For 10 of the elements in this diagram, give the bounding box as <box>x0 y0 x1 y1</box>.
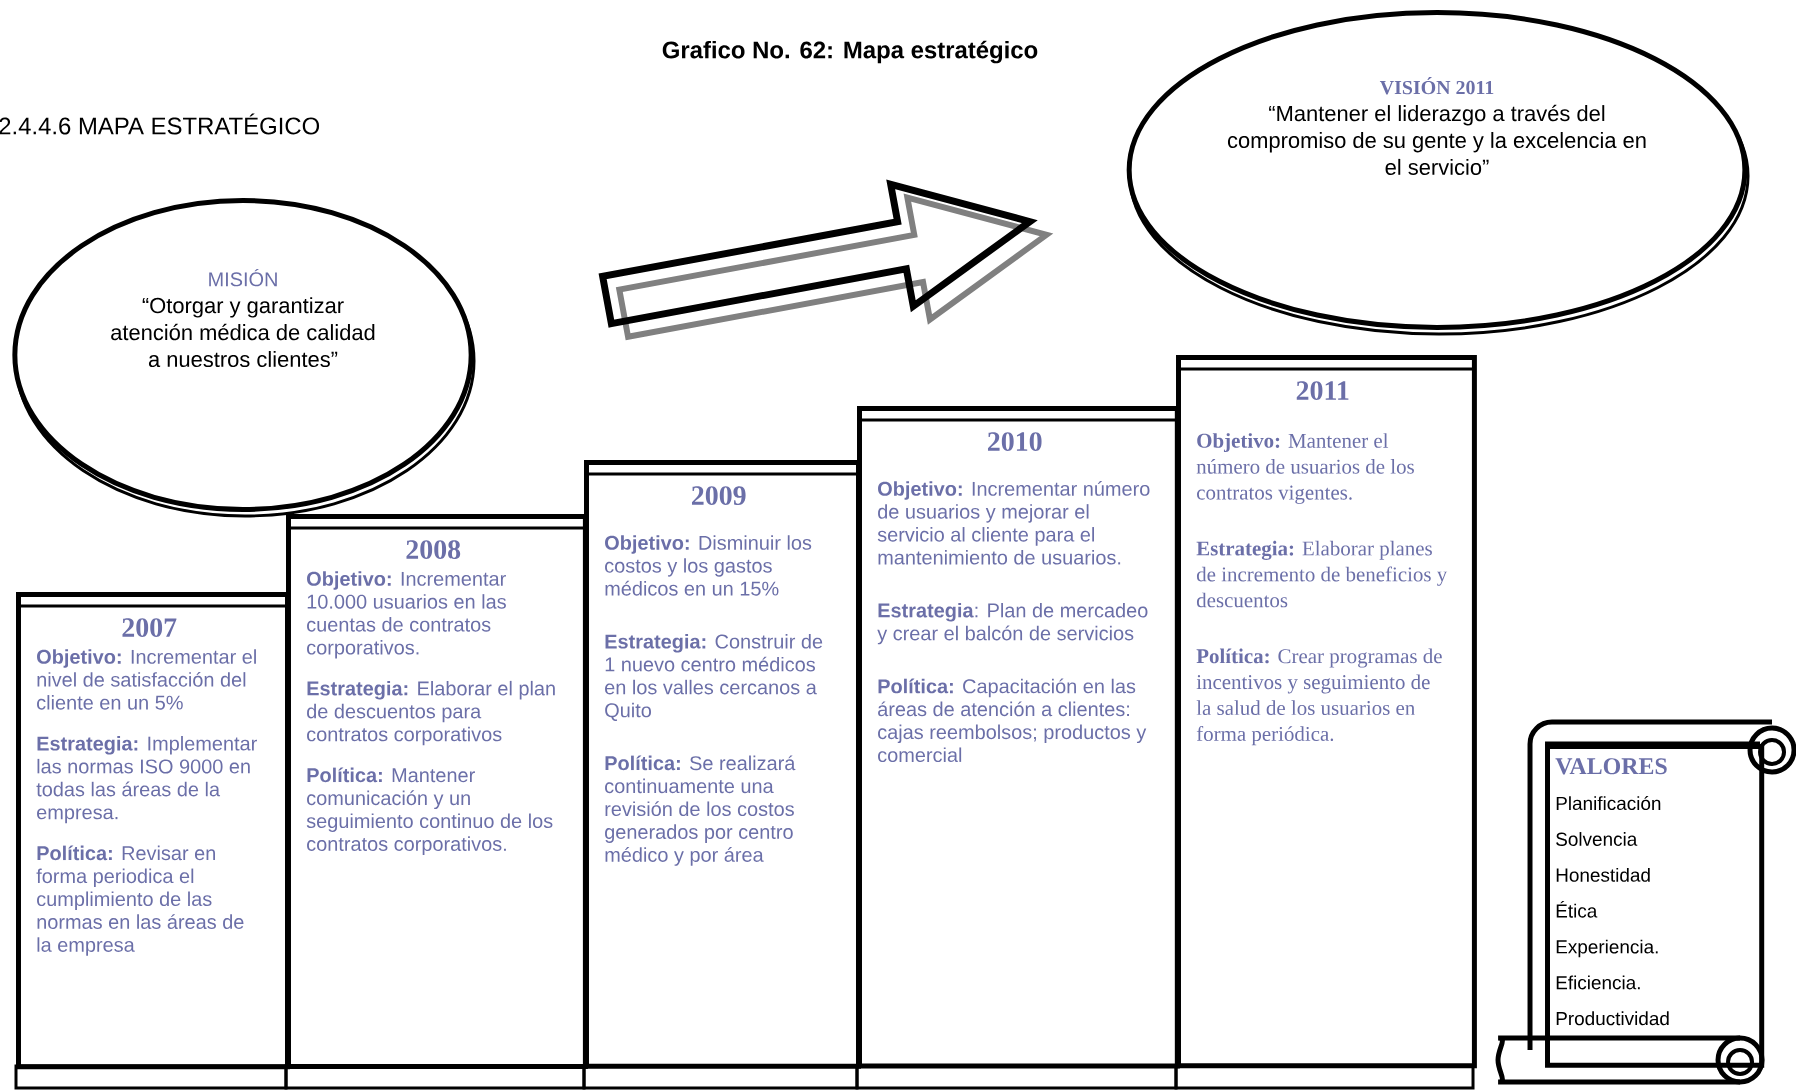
year-column: 2011 Objetivo: Mantener el número de usuarios de los contratos vigentes. Estrategia: Elaborar planes de incremento de beneficios y descuentos Política: Crear programas de incentivos y seguimiento de la salud de los usuarios en forma periódica. <box>1174 355 1477 1090</box>
year-column: 2007 Objetivo: Incrementar el nivel de satisfacción del cliente en un 5% Estrategia: Implementar las normas ISO 9000 en todas las áreas de la empresa. Política: Revisar en forma periodica el cumplimiento de las normas en las áreas de la empresa <box>14 592 290 1090</box>
year-column: 2009 Objetivo: Disminuir los costos y los gastos médicos en un 15% Estrategia: Construir de 1 nuevo centro médicos en los valles cercanos a Quito Política: Se realizará continuamente una revisión de los costos generados por centro médico y por área <box>582 460 861 1090</box>
oval-callout: MISIÓN “Otorgar y garantizar atención médica de calidad a nuestros clientes” <box>12 198 476 518</box>
oval-callout: VISIÓN 2011 “Mantener el liderazgo a través del compromiso de su gente y la excelencia en el servicio” <box>1126 10 1750 336</box>
scroll: VALORES Planificación Solvencia Honestidad Ética Experiencia. Eficiencia. Productividad <box>1495 719 1796 1085</box>
section-heading: 2.4.4.6 MAPA ESTRATÉGICO <box>0 113 320 135</box>
year-column: 2008 Objetivo: Incrementar 10.000 usuarios en las cuentas de contratos corporativos. Estrategia: Elaborar el plan de descuentos para contratos corporativos Política: Mantener comunicación y un seguimiento continuo de los contratos corporativos. <box>284 514 588 1090</box>
title: Grafico No. 62: Mapa estratégico <box>662 40 1038 64</box>
year-column: 2010 Objetivo: Incrementar número de usuarios y mejorar el servicio al cliente para el mantenimiento de usuarios. Estrategia: Plan de mercadeo y crear el balcón de servicios Política: Capacitación en las áreas de atención a clientes: cajas reembolsos; productos y comercial <box>855 406 1180 1090</box>
